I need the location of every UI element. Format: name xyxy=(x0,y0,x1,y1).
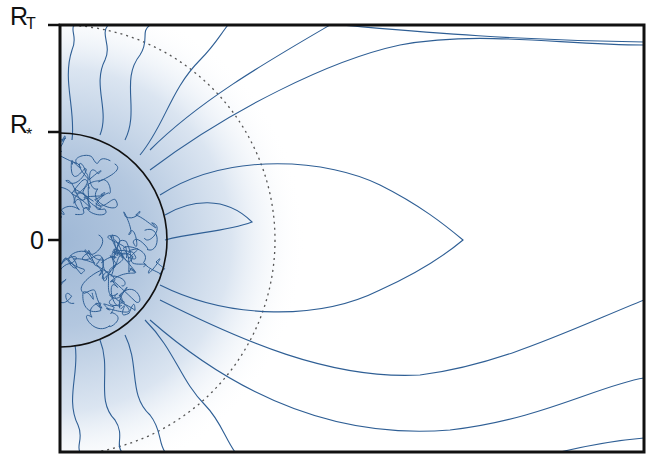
axis-label: R xyxy=(10,4,28,29)
truncation-radius xyxy=(60,25,275,452)
field-loop xyxy=(86,299,129,329)
field-loop xyxy=(124,211,157,250)
axis-label: 0 xyxy=(30,228,44,253)
field-loop xyxy=(69,250,125,286)
axis-tick xyxy=(48,24,60,27)
axis-subscript: T xyxy=(26,16,36,32)
field-loop xyxy=(75,163,117,208)
axis-tick xyxy=(48,131,60,134)
axis-subscript: * xyxy=(26,127,32,143)
axis-tick xyxy=(48,239,60,242)
field-loop xyxy=(60,180,90,215)
plot-frame xyxy=(60,25,644,452)
axis-label: R xyxy=(10,112,28,137)
field-loop xyxy=(60,136,110,168)
field-loop xyxy=(96,240,135,281)
field-loop xyxy=(66,160,105,208)
star-surface xyxy=(60,133,167,347)
field-lines xyxy=(68,25,644,452)
field-loop xyxy=(89,235,127,263)
corona-glow xyxy=(60,25,305,452)
field-loop xyxy=(60,257,85,304)
